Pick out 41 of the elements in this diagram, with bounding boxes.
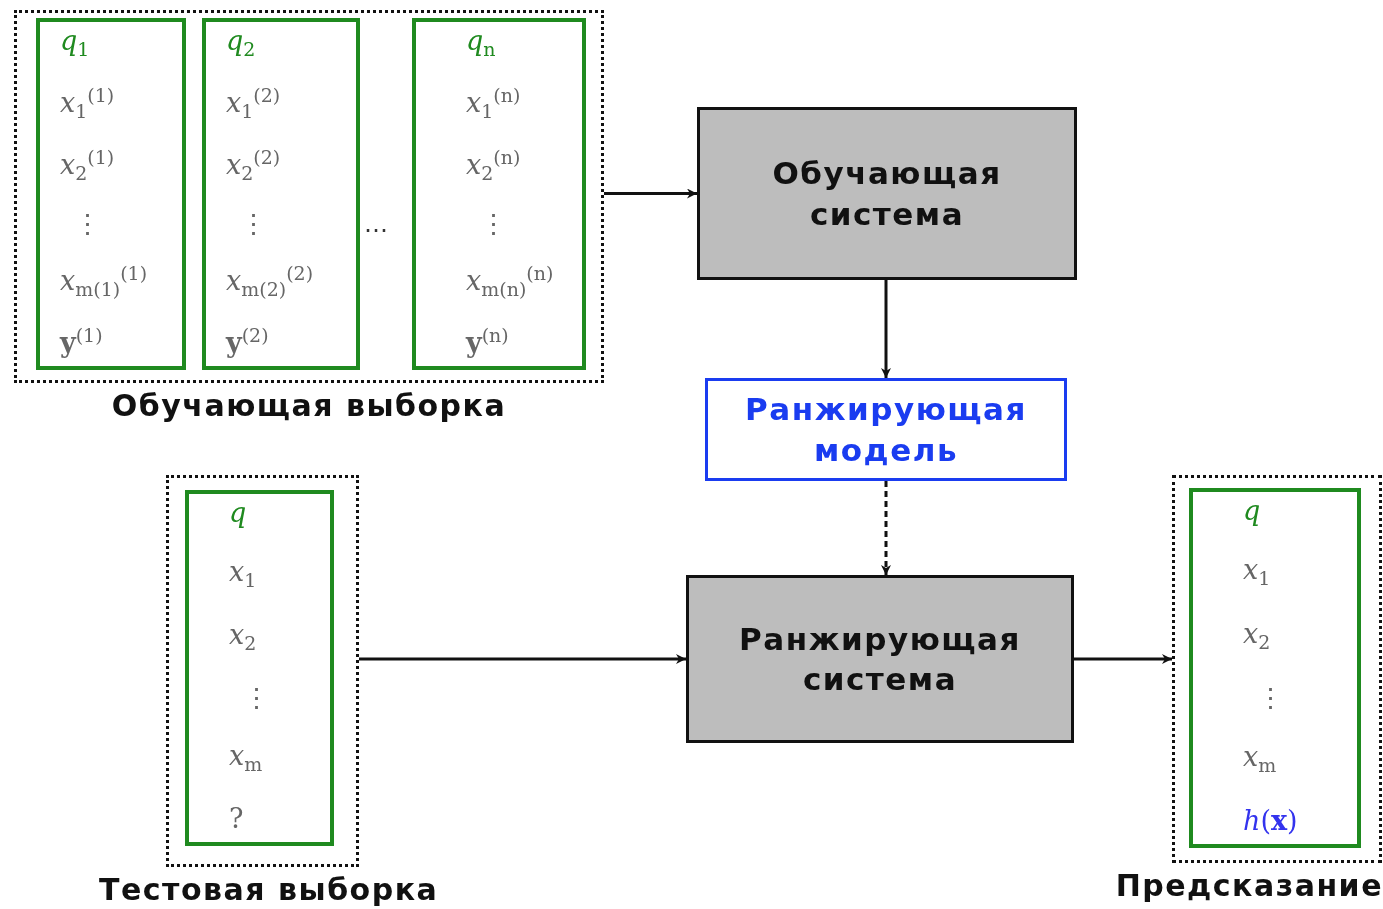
math-text: ⋮ (242, 682, 271, 713)
caption-text: Обучающая выборка (111, 388, 507, 423)
math-text: y$^{(n)}$ (466, 325, 510, 358)
arrow (1074, 654, 1172, 664)
query-symbol: q (1243, 496, 1262, 526)
math-text: x$_{2}$ (229, 619, 258, 654)
query-symbol: q$_{n}$ (466, 26, 497, 61)
math-text: h(x) (1243, 806, 1299, 836)
query-column (36, 18, 186, 370)
query-column (185, 490, 334, 846)
process-box (686, 575, 1074, 743)
math-text: y$^{(1)}$ (60, 325, 104, 358)
caption-text: Тестовая выборка (99, 872, 439, 907)
query-symbol: q$_{2}$ (226, 26, 257, 61)
query-symbol: q (229, 498, 248, 528)
box-label: Ранжирующая система (738, 619, 1022, 699)
math-text: ⋮ (1256, 683, 1285, 713)
box-label: Обучающая система (771, 154, 1003, 234)
query-column (202, 18, 360, 370)
math-text: x$_{m}$ (229, 741, 264, 776)
math-text: ⋮ (239, 208, 268, 239)
math-text: x$_{m}$ (1243, 742, 1278, 777)
math-text: x$_{1}$ (1243, 555, 1272, 590)
caption-text: Предсказание (1115, 868, 1383, 903)
query-column (412, 18, 586, 370)
math-text: x$_{1}$ (229, 556, 258, 591)
query-symbol: q$_{1}$ (60, 26, 91, 61)
math-text: ⋮ (479, 208, 508, 239)
math-text: ? (229, 804, 245, 834)
math-text: x$_{2}$ (1243, 619, 1272, 654)
ellipsis-text: … (364, 210, 388, 238)
arrow (359, 654, 686, 664)
arrow (881, 280, 891, 378)
math-text: ⋮ (73, 208, 102, 239)
query-column (1189, 488, 1361, 848)
math-text: y$^{(2)}$ (226, 325, 270, 358)
arrow (881, 481, 891, 575)
model-box (705, 378, 1067, 481)
arrow (604, 188, 697, 199)
process-box (697, 107, 1077, 280)
box-label: Ранжирующая модель (744, 390, 1028, 470)
